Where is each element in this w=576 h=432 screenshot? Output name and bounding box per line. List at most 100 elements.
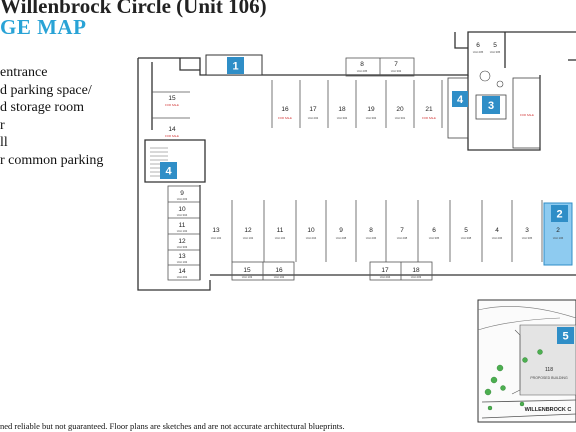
- space-unit-14-upper: FOR SALE: [165, 134, 179, 138]
- space-unit-7-top: Unit 302: [391, 69, 402, 73]
- room-area: [512, 77, 541, 149]
- room-sale-note: FOR SALE: [520, 113, 534, 117]
- space-unit-9: Unit 208: [336, 236, 347, 240]
- marker-parking-space: 2: [551, 205, 568, 222]
- site-plan-inset: 118 PROPOSED BUILDING WILLENBROCK C: [477, 299, 576, 423]
- site-building-label: PROPOSED BUILDING: [530, 376, 568, 380]
- space-unit-10: Unit 204: [306, 236, 317, 240]
- space-label-8-top: 8: [360, 61, 364, 68]
- space-unit-5: Unit 308: [461, 236, 472, 240]
- legend: entrance d parking space/ d storage room…: [0, 64, 103, 169]
- page-title: Willenbrock Circle (Unit 106): [0, 0, 267, 18]
- legend-item-elevator: r: [0, 117, 5, 133]
- space-label-15-upper: 15: [168, 95, 176, 102]
- space-label-12: 12: [244, 227, 252, 234]
- space-label-10: 10: [307, 227, 315, 234]
- space-unit-21-upper: FOR SALE: [422, 116, 436, 120]
- legend-item-entrance: entrance: [0, 65, 48, 80]
- storage-label-14: 14: [178, 268, 186, 275]
- space-unit-4: Unit 206: [492, 236, 503, 240]
- space-unit-19-upper: Unit 302: [366, 116, 377, 120]
- space-label-15-bottom: 15: [243, 267, 251, 274]
- space-unit-13: Unit 102: [211, 236, 222, 240]
- space-unit-8: Unit 206: [366, 236, 377, 240]
- space-label-18-bottom: 18: [412, 267, 420, 274]
- space-unit-7: Unit 208: [397, 236, 408, 240]
- room-unit-5: Unit 305: [490, 50, 501, 54]
- space-unit-16-bottom: Unit 102: [274, 275, 285, 279]
- space-label-16-bottom: 16: [275, 267, 283, 274]
- space-unit-15-upper: FOR SALE: [165, 103, 179, 107]
- storage-unit-9: Unit 203: [177, 197, 188, 201]
- marker-stairwell-2: 4: [160, 162, 177, 179]
- legend-item-common-parking: r common parking: [0, 152, 104, 168]
- svg-text:1: 1: [232, 61, 238, 73]
- marker-common-parking: 5: [557, 327, 574, 344]
- storage-unit-11: Unit 102: [177, 229, 188, 233]
- svg-text:3: 3: [488, 100, 494, 112]
- space-label-14-upper: 14: [168, 126, 176, 133]
- space-unit-11: Unit 102: [275, 236, 286, 240]
- elevator-shaft: [447, 77, 469, 139]
- storage-unit-14: Unit 201: [177, 275, 188, 279]
- space-unit-20-upper: Unit 301: [395, 116, 406, 120]
- space-label-3: 3: [525, 227, 529, 234]
- space-label-17-upper: 17: [309, 106, 317, 113]
- space-label-17-bottom: 17: [381, 267, 389, 274]
- site-street-label: WILLENBROCK C: [525, 407, 572, 413]
- storage-label-10: 10: [178, 206, 186, 213]
- storage-unit-13: Unit 102: [177, 260, 188, 264]
- space-unit-18-upper: Unit 302: [337, 116, 348, 120]
- legend-item-storage: d storage room: [0, 100, 84, 115]
- disclaimer-footer: ned reliable but not guaranteed. Floor p…: [0, 421, 345, 431]
- storage-unit-12: Unit 303: [177, 245, 188, 249]
- space-label-21-upper: 21: [425, 106, 433, 113]
- space-label-6: 6: [432, 227, 436, 234]
- page-subtitle: GE MAP: [0, 15, 87, 39]
- space-unit-17-upper: Unit 202: [308, 116, 319, 120]
- storage-label-12: 12: [178, 238, 186, 245]
- upper-row-dividers: [271, 80, 443, 128]
- space-unit-15-bottom: Unit 103: [242, 275, 253, 279]
- room-label-6: 6: [476, 42, 480, 49]
- room-unit-6: Unit 205: [473, 50, 484, 54]
- space-unit-2: Unit 106: [553, 236, 564, 240]
- svg-text:4: 4: [457, 94, 464, 106]
- space-label-9: 9: [339, 227, 343, 234]
- space-label-11: 11: [277, 227, 284, 234]
- space-label-8: 8: [369, 227, 373, 234]
- lower-row-dividers: [231, 200, 543, 262]
- marker-elevator: 3: [482, 96, 500, 114]
- space-unit-17-bottom: Unit 204: [380, 275, 391, 279]
- svg-text:4: 4: [165, 166, 172, 178]
- marker-entrance: 1: [227, 57, 244, 74]
- storage-label-13: 13: [178, 253, 186, 260]
- space-unit-3: Unit 305: [522, 236, 533, 240]
- space-unit-6: Unit 305: [429, 236, 440, 240]
- space-label-2: 2: [556, 227, 560, 234]
- storage-label-9: 9: [180, 190, 184, 197]
- space-unit-8-top: Unit 205: [357, 69, 368, 73]
- svg-text:2: 2: [556, 209, 562, 221]
- svg-text:5: 5: [562, 331, 568, 343]
- space-label-7: 7: [400, 227, 404, 234]
- space-label-20-upper: 20: [396, 106, 404, 113]
- left-column-dividers: [152, 91, 190, 119]
- legend-item-parking: d parking space/: [0, 82, 92, 98]
- site-building-number: 118: [545, 367, 553, 373]
- storage-column: [167, 185, 201, 281]
- storage-unit-10: Unit 304: [177, 213, 188, 217]
- space-label-4: 4: [495, 227, 499, 234]
- room-label-5: 5: [493, 42, 497, 49]
- storage-label-11: 11: [179, 222, 186, 229]
- space-unit-16-upper: FOR SALE: [278, 116, 292, 120]
- marker-stairwell-1: 4: [452, 91, 468, 107]
- legend-item-stairwell: ll: [0, 135, 8, 150]
- space-label-18-upper: 18: [338, 106, 346, 113]
- elevator-car: [475, 94, 507, 120]
- space-label-19-upper: 19: [367, 106, 375, 113]
- space-label-13: 13: [212, 227, 220, 234]
- space-label-5: 5: [464, 227, 468, 234]
- space-unit-18-bottom: Unit 203: [411, 275, 422, 279]
